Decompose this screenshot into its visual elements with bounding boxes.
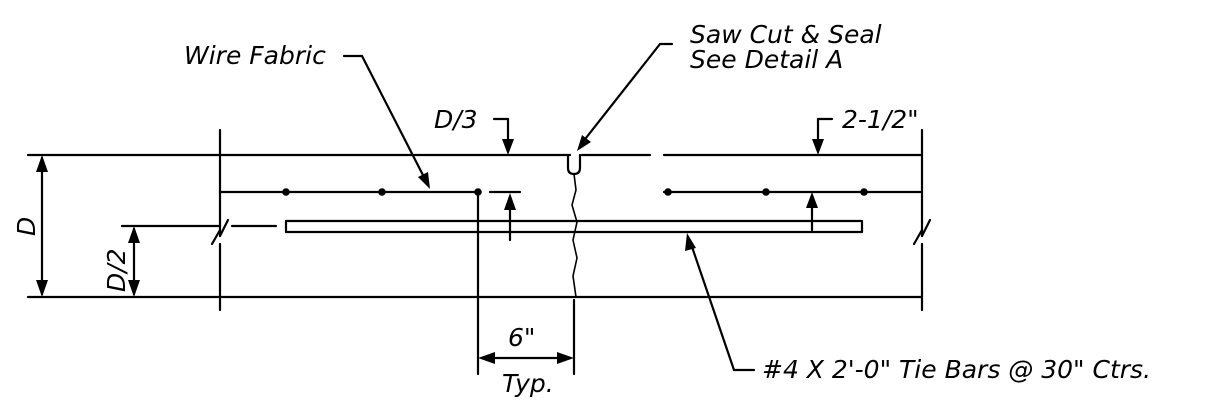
slab-outline bbox=[26, 153, 924, 299]
wire-dot bbox=[282, 188, 290, 196]
saw-cut-notch bbox=[566, 153, 582, 298]
saw-cut-leader bbox=[577, 42, 674, 151]
cover-label: 2-1/2" bbox=[842, 105, 919, 134]
depth-label: D bbox=[12, 217, 41, 236]
break-line-left bbox=[210, 128, 230, 312]
tie-bars-label: #4 X 2'-0" Tie Bars @ 30" Ctrs. bbox=[762, 355, 1151, 384]
wire-fabric-label: Wire Fabric bbox=[184, 41, 326, 70]
d-third-leader bbox=[492, 117, 514, 155]
saw-cut-label: Saw Cut & Seal bbox=[690, 20, 882, 49]
wire-dot bbox=[474, 188, 482, 196]
tie-bar bbox=[120, 219, 864, 234]
wire-dot bbox=[762, 188, 770, 196]
d-third-label: D/3 bbox=[434, 105, 478, 134]
wire-dot bbox=[378, 188, 386, 196]
joint-crack-line bbox=[571, 173, 578, 298]
break-line-right bbox=[912, 128, 932, 312]
wire-dot bbox=[664, 188, 672, 196]
spacing-label: 6" bbox=[508, 323, 535, 352]
wire-fabric bbox=[218, 188, 924, 196]
half-depth-label: D/2 bbox=[102, 248, 131, 292]
wire-dot bbox=[860, 188, 868, 196]
dimension-half-depth bbox=[128, 226, 140, 297]
dimension-d bbox=[36, 155, 48, 297]
tie-bar-leader bbox=[685, 233, 756, 372]
wire-depth-dimension bbox=[504, 193, 516, 242]
wire-fabric-leader bbox=[342, 54, 430, 189]
typ-label: Typ. bbox=[502, 369, 554, 398]
cover-dimension bbox=[806, 117, 834, 232]
see-detail-label: See Detail A bbox=[690, 45, 843, 74]
spacing-dimension bbox=[476, 194, 576, 376]
